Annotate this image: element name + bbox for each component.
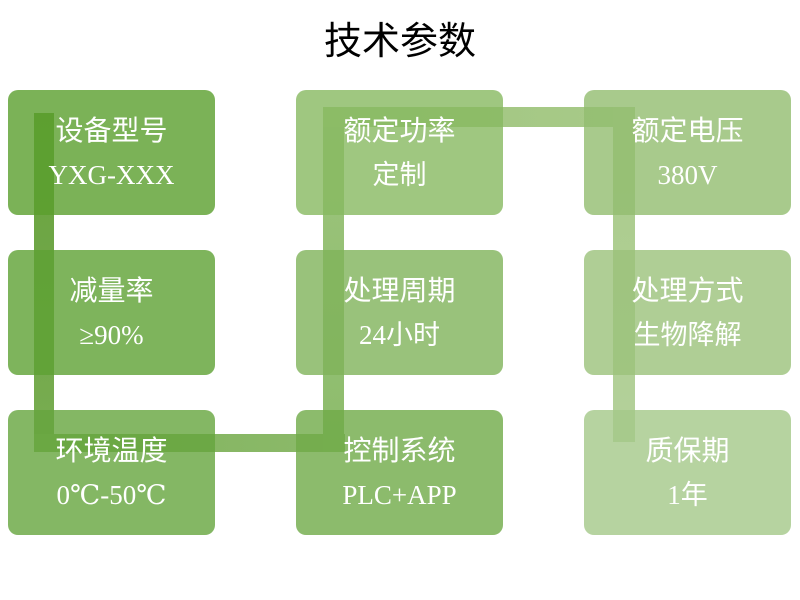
param-value: 定制 — [372, 160, 427, 190]
param-box-ambient-temp: 环境温度 0℃-50℃ — [8, 410, 215, 535]
param-value: 380V — [657, 160, 718, 190]
param-label: 减量率 — [69, 276, 154, 307]
param-label: 处理方式 — [631, 276, 744, 307]
param-value: 0℃-50℃ — [56, 480, 167, 510]
param-box-reduction-rate: 减量率 ≥90% — [8, 250, 215, 375]
param-label: 处理周期 — [343, 276, 456, 307]
param-value: YXG-XXX — [48, 160, 175, 190]
param-box-rated-voltage: 额定电压 380V — [584, 90, 791, 215]
param-label: 额定功率 — [343, 116, 456, 147]
param-box-control-system: 控制系统 PLC+APP — [296, 410, 503, 535]
param-box-process-cycle: 处理周期 24小时 — [296, 250, 503, 375]
param-value: ≥90% — [79, 320, 144, 350]
param-box-process-method: 处理方式 生物降解 — [584, 250, 791, 375]
param-label: 额定电压 — [631, 116, 744, 147]
param-label: 控制系统 — [343, 436, 456, 467]
param-box-device-model: 设备型号 YXG-XXX — [8, 90, 215, 215]
param-box-warranty: 质保期 1年 — [584, 410, 791, 535]
param-value: 生物降解 — [633, 320, 742, 350]
param-label: 环境温度 — [55, 436, 168, 467]
param-box-rated-power: 额定功率 定制 — [296, 90, 503, 215]
param-value: 24小时 — [359, 320, 440, 350]
param-label: 质保期 — [645, 436, 730, 467]
param-value: PLC+APP — [342, 480, 457, 510]
param-value: 1年 — [667, 480, 708, 510]
page-title: 技术参数 — [323, 21, 476, 63]
param-label: 设备型号 — [55, 116, 168, 147]
